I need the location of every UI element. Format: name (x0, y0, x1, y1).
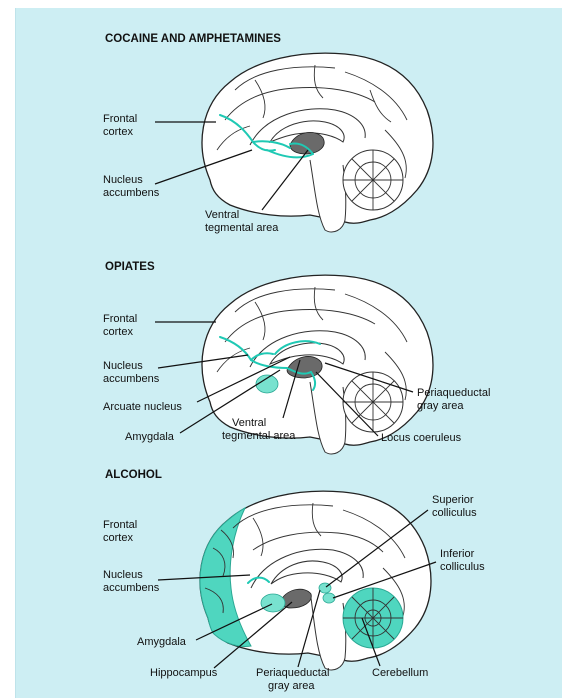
label-amygdala-2: Amygdala (125, 431, 175, 443)
svg-text:Frontal: Frontal (103, 113, 137, 125)
label-inferior-colliculus: Inferior colliculus (440, 548, 485, 573)
svg-text:tegmental area: tegmental area (205, 222, 279, 234)
svg-text:cortex: cortex (103, 532, 133, 544)
svg-text:Nucleus: Nucleus (103, 360, 143, 372)
svg-text:Frontal: Frontal (103, 519, 137, 531)
svg-text:gray area: gray area (268, 680, 315, 692)
svg-text:Frontal: Frontal (103, 313, 137, 325)
label-periaqueductal-gray-area-3: Periaqueductal gray area (256, 667, 329, 692)
brain-cocaine (202, 53, 433, 232)
label-frontal-cortex-2: Frontal cortex (103, 313, 137, 338)
label-locus-coeruleus: Locus coeruleus (381, 432, 462, 444)
label-periaqueductal-gray-area-2: Periaqueductal gray area (417, 387, 490, 412)
label-nucleus-accumbens-3: Nucleus accumbens (103, 569, 160, 594)
svg-text:colliculus: colliculus (440, 561, 485, 573)
section-title-cocaine: COCAINE AND AMPHETAMINES (105, 33, 281, 45)
svg-text:Periaqueductal: Periaqueductal (417, 387, 490, 399)
svg-text:Inferior: Inferior (440, 548, 475, 560)
svg-text:Periaqueductal: Periaqueductal (256, 667, 329, 679)
svg-text:gray area: gray area (417, 400, 464, 412)
label-hippocampus: Hippocampus (150, 667, 218, 679)
label-nucleus-accumbens-1: Nucleus accumbens (103, 174, 160, 199)
section-title-opiates: OPIATES (105, 261, 155, 273)
svg-text:tegmental area: tegmental area (222, 430, 296, 442)
svg-text:accumbens: accumbens (103, 373, 160, 385)
label-superior-colliculus: Superior colliculus (432, 494, 477, 519)
brain-alcohol (200, 491, 431, 670)
svg-text:cortex: cortex (103, 126, 133, 138)
label-amygdala-3: Amygdala (137, 636, 187, 648)
label-frontal-cortex-3: Frontal cortex (103, 519, 137, 544)
label-frontal-cortex-1: Frontal cortex (103, 113, 137, 138)
svg-text:Ventral: Ventral (205, 209, 239, 221)
svg-text:Nucleus: Nucleus (103, 569, 143, 581)
svg-text:colliculus: colliculus (432, 507, 477, 519)
svg-text:Nucleus: Nucleus (103, 174, 143, 186)
label-arcuate-nucleus: Arcuate nucleus (103, 401, 182, 413)
svg-text:Ventral: Ventral (232, 417, 266, 429)
label-cerebellum: Cerebellum (372, 667, 428, 679)
label-nucleus-accumbens-2: Nucleus accumbens (103, 360, 160, 385)
svg-text:accumbens: accumbens (103, 582, 160, 594)
svg-text:Superior: Superior (432, 494, 474, 506)
svg-text:cortex: cortex (103, 326, 133, 338)
section-title-alcohol: ALCOHOL (105, 469, 162, 481)
svg-text:accumbens: accumbens (103, 187, 160, 199)
